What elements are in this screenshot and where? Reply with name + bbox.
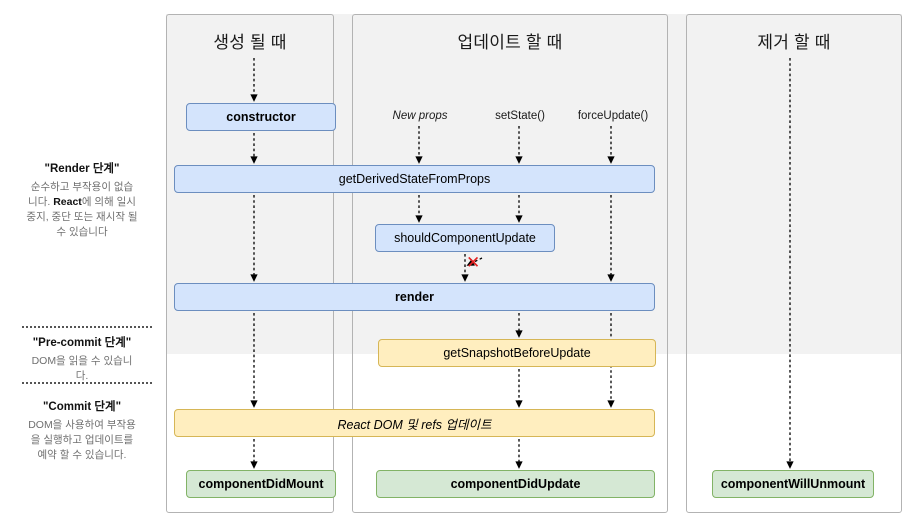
node-component-did-update[interactable]: componentDidUpdate — [376, 470, 655, 498]
phase-desc-render-line2a: 니다. — [28, 196, 54, 208]
column-panel-create — [166, 14, 334, 513]
phase-desc-commit: DOM을 사용하여 부작용 을 실행하고 업데이트를 예약 할 수 있습니다. — [4, 418, 160, 463]
phase-desc-render-react: React — [53, 196, 82, 208]
phase-label-commit: "Commit 단계" DOM을 사용하여 부작용 을 실행하고 업데이트를 예… — [4, 398, 160, 463]
column-header-update: 업데이트 할 때 — [457, 33, 563, 52]
phase-separator-bottom — [22, 382, 152, 384]
phase-title-precommit: "Pre-commit 단계" — [32, 337, 132, 349]
column-header-create: 생성 될 때 — [213, 33, 287, 52]
phase-title-commit: "Commit 단계" — [42, 401, 122, 413]
trigger-force-update: forceUpdate() — [577, 110, 649, 122]
phase-desc-render-line4: 수 있습니다 — [56, 226, 108, 238]
phase-desc-render-line2b: 에 의해 일시 — [81, 196, 136, 208]
skip-render-x-icon: ✕ — [466, 253, 481, 273]
phase-desc-render-line3: 중지, 중단 또는 재시작 될 — [26, 211, 138, 223]
phase-desc-precommit-line1: DOM을 읽을 수 있습니 — [31, 355, 133, 367]
node-should-component-update[interactable]: shouldComponentUpdate — [375, 224, 555, 252]
node-constructor[interactable]: constructor — [186, 103, 336, 131]
phase-desc-precommit-line2: 다. — [75, 370, 89, 382]
node-component-will-unmount[interactable]: componentWillUnmount — [712, 470, 874, 498]
column-panel-remove — [686, 14, 902, 513]
phase-title-render: "Render 단계" — [44, 163, 120, 175]
node-get-snapshot-before-update[interactable]: getSnapshotBeforeUpdate — [378, 339, 656, 367]
panel-grey-remove — [687, 15, 901, 353]
phase-desc-commit-line3: 예약 할 수 있습니다. — [37, 449, 127, 461]
node-component-did-mount[interactable]: componentDidMount — [186, 470, 336, 498]
phase-label-render: "Render 단계" 순수하고 부작용이 없습 니다. React에 의해 일… — [4, 160, 160, 240]
phase-separator-top — [22, 326, 152, 328]
node-get-derived-state-from-props[interactable]: getDerivedStateFromProps — [174, 165, 655, 193]
phase-desc-render: 순수하고 부작용이 없습 니다. React에 의해 일시 중지, 중단 또는 … — [4, 180, 160, 240]
column-panel-update — [352, 14, 668, 513]
trigger-set-state: setState() — [495, 110, 545, 122]
phase-desc-commit-line2: 을 실행하고 업데이트를 — [30, 434, 134, 446]
phase-desc-commit-line1: DOM을 사용하여 부작용 — [28, 419, 136, 431]
node-render[interactable]: render — [174, 283, 655, 311]
phase-label-precommit: "Pre-commit 단계" DOM을 읽을 수 있습니 다. — [4, 334, 160, 384]
node-react-dom-refs-update[interactable]: React DOM 및 refs 업데이트 — [174, 409, 655, 437]
column-header-remove: 제거 할 때 — [757, 33, 831, 52]
phase-desc-precommit: DOM을 읽을 수 있습니 다. — [4, 354, 160, 384]
trigger-new-props: New props — [392, 110, 448, 122]
phase-desc-render-line1: 순수하고 부작용이 없습 — [30, 181, 134, 193]
